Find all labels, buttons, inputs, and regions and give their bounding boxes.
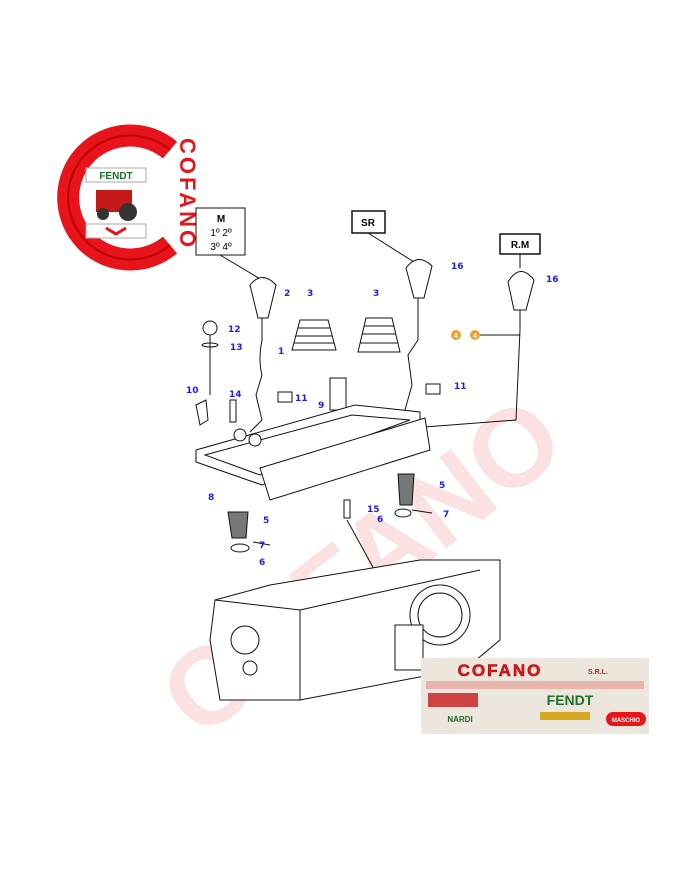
- plate-m-line: 1º 2º: [210, 228, 232, 239]
- massey-logo-icon: [105, 226, 127, 236]
- banner-brand-maschio: MASCHIO: [612, 718, 641, 724]
- fendt-badge: FENDT: [99, 171, 132, 182]
- callout-16: 16: [451, 262, 464, 272]
- gear-lever-sr: [404, 259, 433, 431]
- callout-3: 3: [373, 289, 379, 299]
- callout-16: 16: [546, 275, 559, 285]
- dipstick: [201, 320, 219, 395]
- pin: [229, 399, 237, 423]
- plug: [425, 383, 441, 395]
- springs: [227, 473, 433, 553]
- callout-3: 3: [307, 289, 313, 299]
- callout-13: 13: [230, 343, 243, 353]
- callout-4-marker: [451, 330, 461, 340]
- bolt: [195, 399, 209, 426]
- callout-4-marker: [470, 330, 480, 340]
- callout-14: 14: [229, 390, 242, 400]
- callout-11: 11: [454, 382, 467, 392]
- plate-m: M 1º 2º 3º 4º: [195, 207, 246, 256]
- callout-5: 5: [439, 481, 445, 491]
- breather: [329, 377, 347, 411]
- rubber-boots: [291, 317, 401, 353]
- plate-rm: R.M: [499, 233, 541, 255]
- banner-brand-fendt: FENDT: [547, 692, 594, 708]
- callout-2: 2: [284, 289, 290, 299]
- gear-lever-main: [249, 277, 277, 433]
- callout-12: 12: [228, 325, 241, 335]
- gear-lever-rm: [359, 271, 535, 433]
- plate-sr-text: SR: [361, 218, 376, 229]
- callout-1: 1: [278, 347, 284, 357]
- callout-11: 11: [295, 394, 308, 404]
- gearbox-cover: [195, 404, 431, 501]
- plug: [277, 391, 293, 403]
- plate-m-line: 3º 4º: [210, 242, 232, 253]
- callout-4: 4: [454, 333, 458, 340]
- plate-m-line: M: [217, 214, 225, 225]
- callout-4: 4: [473, 333, 477, 340]
- cofano-logo: FENDT COFANO: [57, 124, 200, 271]
- callout-5: 5: [263, 516, 269, 526]
- callout-labels: 2 16 16 3 3 12 13 1 4 4 11 11 10 14 9 8 …: [186, 262, 559, 568]
- plate-rm-text: R.M: [511, 240, 529, 251]
- callout-6: 6: [377, 515, 383, 525]
- callout-10: 10: [186, 386, 199, 396]
- callout-15: 15: [367, 505, 380, 515]
- banner-brand-nardi: NARDI: [447, 715, 472, 724]
- banner-suffix: S.R.L.: [588, 669, 608, 676]
- tractor-icon: [428, 693, 478, 707]
- callout-7: 7: [259, 541, 265, 551]
- callout-9: 9: [318, 401, 324, 411]
- callout-6: 6: [259, 558, 265, 568]
- callout-8: 8: [208, 493, 214, 503]
- cofano-banner: COFANO S.R.L. FENDT NARDI MASCHIO: [421, 658, 649, 734]
- plate-sr: SR: [351, 210, 386, 234]
- callout-7: 7: [443, 510, 449, 520]
- banner-title: COFANO: [458, 661, 543, 680]
